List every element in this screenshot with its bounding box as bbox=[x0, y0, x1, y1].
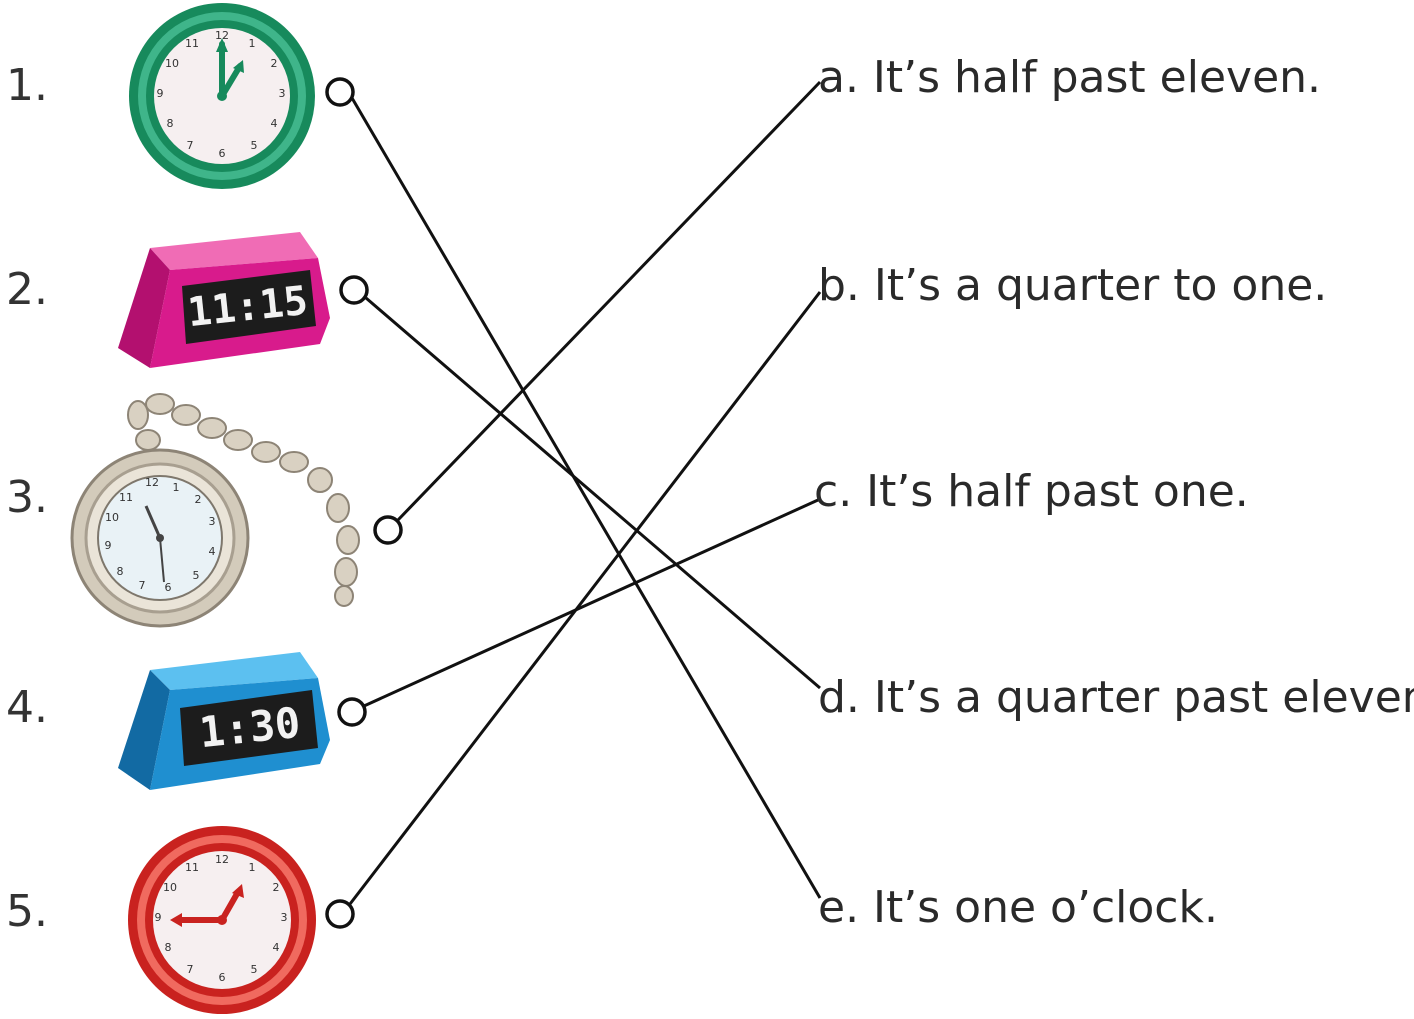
svg-text:8: 8 bbox=[165, 941, 172, 954]
match-line-5-b bbox=[350, 292, 820, 904]
svg-text:7: 7 bbox=[187, 139, 194, 152]
svg-text:9: 9 bbox=[155, 911, 162, 924]
svg-text:5: 5 bbox=[193, 569, 200, 582]
pocket-watch: 12 1 2 3 4 5 6 7 8 9 10 11 bbox=[72, 394, 359, 626]
answer-a: a. It’s half past eleven. bbox=[818, 56, 1321, 100]
answer-c: c. It’s half past one. bbox=[814, 470, 1249, 514]
blue-digital-clock: 1:30 bbox=[118, 652, 330, 790]
svg-text:2: 2 bbox=[273, 881, 280, 894]
connector-dot-1[interactable] bbox=[327, 79, 353, 105]
svg-text:8: 8 bbox=[117, 565, 124, 578]
svg-text:6: 6 bbox=[219, 147, 226, 160]
svg-text:6: 6 bbox=[219, 971, 226, 984]
svg-text:5: 5 bbox=[251, 139, 258, 152]
magenta-digital-clock: 11:15 bbox=[118, 232, 330, 368]
svg-text:1: 1 bbox=[249, 861, 256, 874]
svg-text:11: 11 bbox=[185, 861, 199, 874]
svg-text:5: 5 bbox=[251, 963, 258, 976]
svg-text:1: 1 bbox=[173, 481, 180, 494]
svg-text:7: 7 bbox=[187, 963, 194, 976]
red-analog-clock: 12 1 2 3 4 5 6 7 8 9 10 11 bbox=[128, 826, 316, 1014]
answer-d: d. It’s a quarter past eleven. bbox=[818, 676, 1414, 720]
svg-text:4: 4 bbox=[273, 941, 280, 954]
svg-text:3: 3 bbox=[281, 911, 288, 924]
answer-e: e. It’s one o’clock. bbox=[818, 886, 1218, 930]
svg-text:4: 4 bbox=[209, 545, 216, 558]
match-line-1-e bbox=[352, 98, 820, 898]
svg-text:3: 3 bbox=[279, 87, 286, 100]
green-analog-clock: 12 1 2 3 4 5 6 7 8 9 10 11 bbox=[129, 3, 315, 189]
svg-text:6: 6 bbox=[165, 581, 172, 594]
connector-dot-4[interactable] bbox=[339, 699, 365, 725]
match-lines bbox=[350, 82, 820, 904]
match-line-4-c bbox=[364, 500, 818, 706]
svg-text:10: 10 bbox=[165, 57, 179, 70]
connector-dot-3[interactable] bbox=[375, 517, 401, 543]
connector-dot-2[interactable] bbox=[341, 277, 367, 303]
svg-text:11: 11 bbox=[119, 491, 133, 504]
svg-text:2: 2 bbox=[195, 493, 202, 506]
svg-text:3: 3 bbox=[209, 515, 216, 528]
svg-text:7: 7 bbox=[139, 579, 146, 592]
svg-text:9: 9 bbox=[105, 539, 112, 552]
svg-text:11: 11 bbox=[185, 37, 199, 50]
match-line-2-d bbox=[366, 298, 820, 688]
svg-text:9: 9 bbox=[157, 87, 164, 100]
svg-text:10: 10 bbox=[163, 881, 177, 894]
svg-text:10: 10 bbox=[105, 511, 119, 524]
connector-dot-5[interactable] bbox=[327, 901, 353, 927]
svg-text:12: 12 bbox=[145, 476, 159, 489]
match-line-3-a bbox=[398, 82, 820, 520]
svg-text:1: 1 bbox=[249, 37, 256, 50]
answer-b: b. It’s a quarter to one. bbox=[818, 264, 1327, 308]
svg-text:8: 8 bbox=[167, 117, 174, 130]
svg-text:12: 12 bbox=[215, 853, 229, 866]
svg-text:4: 4 bbox=[271, 117, 278, 130]
svg-text:2: 2 bbox=[271, 57, 278, 70]
